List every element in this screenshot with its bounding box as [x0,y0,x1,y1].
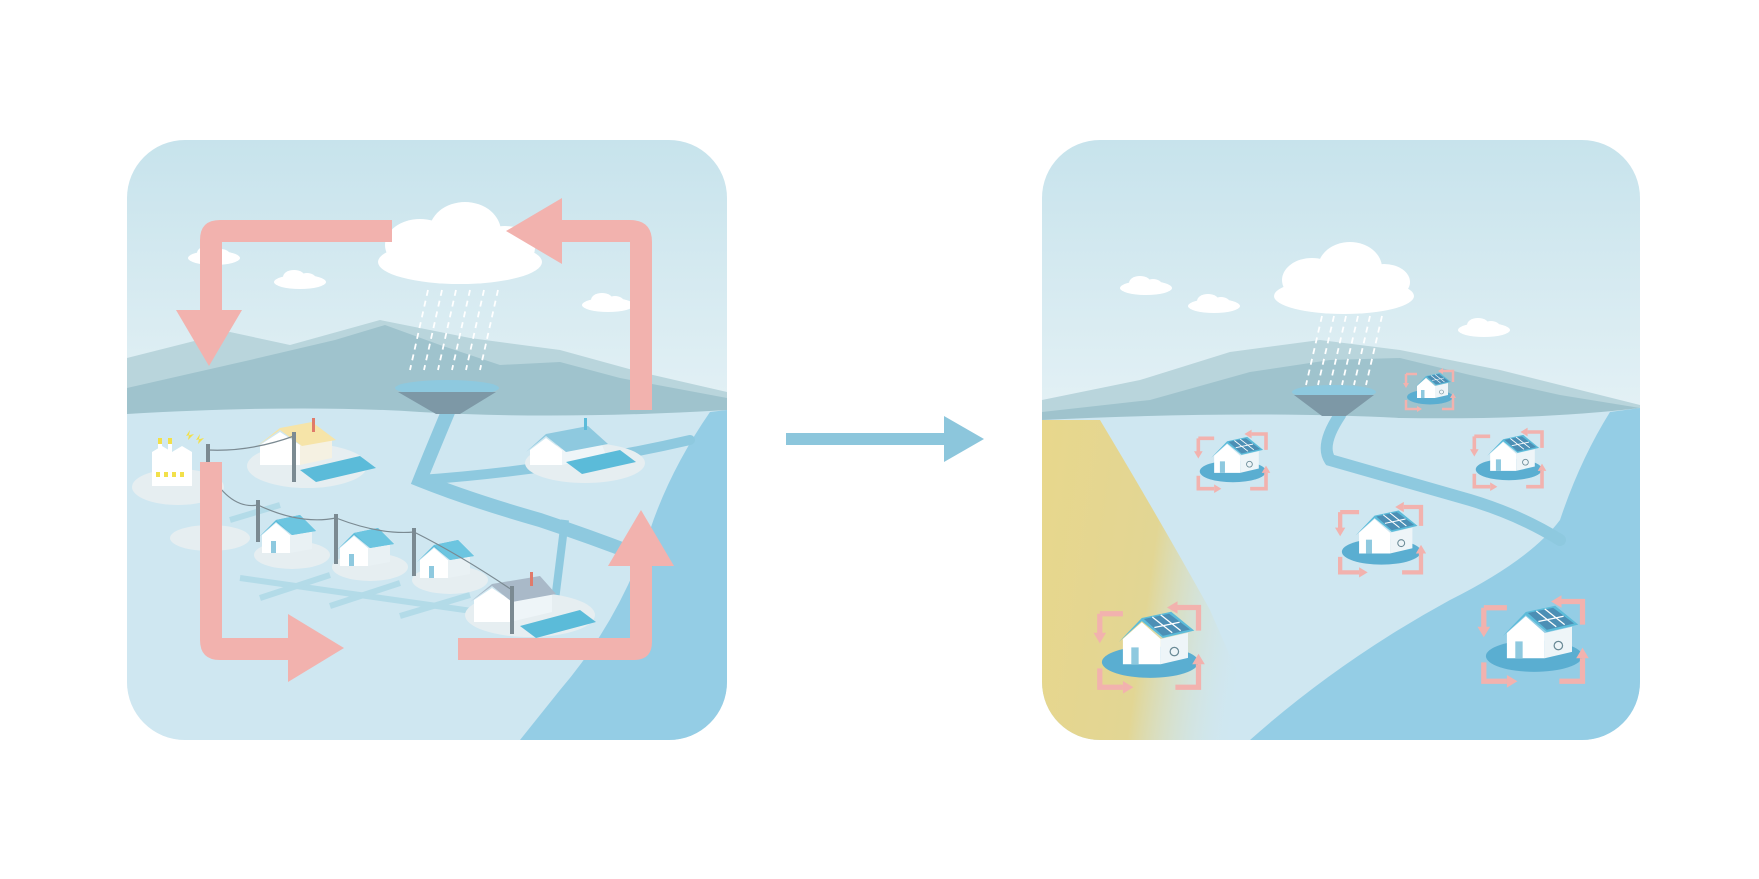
river [410,405,657,567]
house-icon [526,418,608,465]
right-panel-decentralized [1042,140,1640,740]
solar-panel-icon [300,456,376,482]
cloud-icon [1274,242,1414,314]
cycle-arrows-icon [176,198,674,682]
sea [520,410,727,740]
river-branch [551,519,569,601]
rain-icon [409,289,499,371]
land-grid [229,502,501,619]
factory-icon [152,430,204,486]
solar-panel-icon [520,610,596,638]
solar-panel-icon [566,450,636,474]
dry-land [1042,420,1270,740]
reservoir-funnel [1292,385,1376,416]
left-panel-centralized [127,140,727,740]
rain-icon [1305,315,1383,386]
river [1320,409,1566,546]
reservoir-funnel [395,380,499,414]
power-pole-icon [206,432,514,634]
transition-arrow [786,416,984,462]
